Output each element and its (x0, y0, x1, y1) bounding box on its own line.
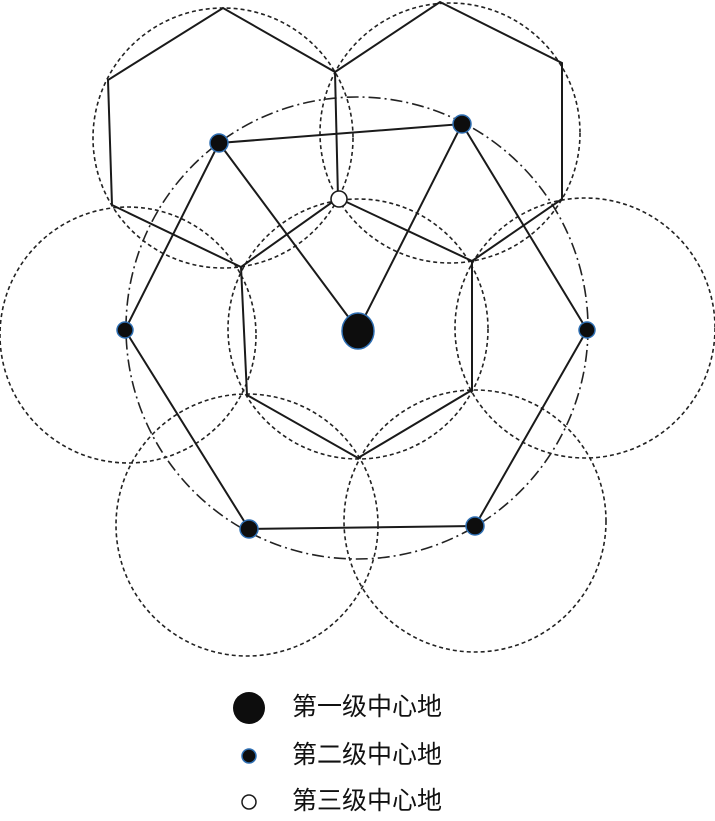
second-level-node (578, 321, 596, 339)
market-circle-top-right (319, 2, 581, 264)
top-left-hexagon (106, 6, 339, 268)
legend-label-second-level: 第二级中心地 (292, 740, 443, 769)
second-level-node (239, 519, 259, 539)
legend-third-level-icon (241, 794, 257, 810)
market-circle-bottom-right (343, 389, 607, 653)
second-level-node (465, 516, 485, 536)
market-circle-right (454, 197, 715, 459)
legend-label-first-level: 第一级中心地 (292, 692, 443, 721)
legend-second-level-icon (241, 748, 257, 764)
third-level-node (330, 190, 348, 208)
second-level-node (452, 114, 472, 134)
legend-markers (233, 692, 265, 810)
first-level-center-node (341, 312, 375, 350)
legend-label-third-level: 第三级中心地 (292, 786, 443, 815)
market-circle-left (0, 206, 257, 464)
top-right-hexagon (334, 0, 563, 262)
legend-first-level-icon (233, 692, 265, 724)
second-level-node (116, 321, 134, 339)
link-lines-to-center (218, 123, 463, 332)
second-level-node (209, 133, 229, 153)
